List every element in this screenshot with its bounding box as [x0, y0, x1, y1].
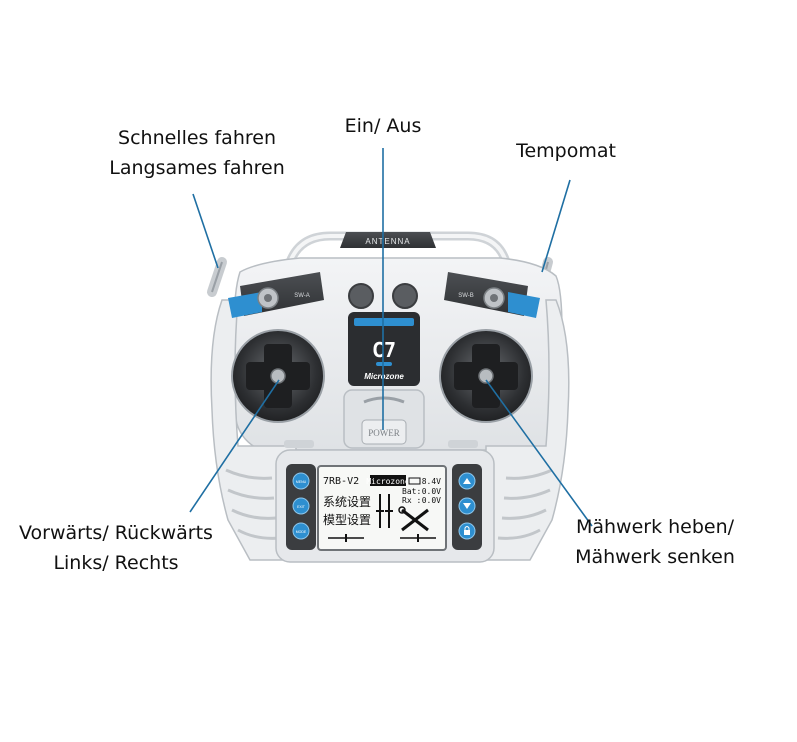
lcd-brand: Microzone: [366, 477, 410, 486]
lcd-voltage: 8.4V: [422, 477, 441, 486]
down-arrow-icon: [463, 503, 471, 509]
down-button[interactable]: [458, 497, 476, 515]
sw-a-label: SW-A: [294, 293, 310, 299]
exit-button-label: EXIT: [297, 505, 306, 509]
pointer-lines: [189, 148, 593, 527]
right-stick-gimbal[interactable]: [439, 329, 533, 423]
lock-button[interactable]: [458, 522, 476, 540]
power-label: POWER: [368, 428, 400, 438]
lcd-model: 7RB-V2: [323, 476, 359, 487]
label-left-right: Links/ Rechts: [53, 552, 179, 574]
lcd-rx-value: 0.0V: [422, 496, 441, 505]
lock-icon: [464, 530, 470, 535]
label-speed: Schnelles fahren Langsames fahren: [90, 123, 304, 183]
antenna-label: ANTENNA: [365, 237, 410, 246]
menu-button-label: MENU: [296, 480, 307, 484]
menu-button[interactable]: [292, 472, 310, 490]
label-forward-backward: Vorwärts/ Rückwärts: [19, 522, 213, 544]
antenna-badge: ANTENNA: [340, 232, 436, 248]
left-knob[interactable]: [348, 283, 374, 309]
mode-button-label: MODE: [296, 530, 307, 534]
label-left-stick: Vorwärts/ Rückwärts Links/ Rechts: [0, 518, 232, 578]
label-speed-slow: Langsames fahren: [109, 157, 285, 179]
lcd-menu-system: 系统设置: [323, 495, 371, 509]
power-button[interactable]: POWER: [343, 389, 425, 449]
battery-icon: [408, 477, 421, 485]
left-antenna: [207, 257, 227, 297]
exit-button[interactable]: [292, 497, 310, 515]
up-arrow-icon: [463, 478, 471, 484]
center-display: C7 Microzone: [348, 312, 420, 386]
tools-icon: [398, 506, 429, 532]
right-knob[interactable]: [392, 283, 418, 309]
label-right-stick: Mähwerk heben/ Mähwerk senken: [552, 512, 758, 572]
lcd-bat-label: Bat:: [402, 487, 421, 496]
pointer-speed: [192, 193, 219, 269]
mode-button[interactable]: [292, 522, 310, 540]
pointer-right-stick: [485, 379, 593, 527]
lcd-menu-model: 模型设置: [323, 513, 371, 527]
label-mower-lower: Mähwerk senken: [575, 546, 735, 568]
lcd-rx-label: Rx :: [402, 496, 421, 505]
up-button[interactable]: [458, 472, 476, 490]
label-power: Ein/ Aus: [344, 115, 422, 137]
display-brand: Microzone: [364, 372, 404, 381]
pointer-cruise: [541, 179, 571, 273]
label-speed-fast: Schnelles fahren: [118, 127, 276, 149]
trim-bars-icon: [376, 494, 393, 528]
label-mower-raise: Mähwerk heben/: [575, 516, 735, 538]
display-model: C7: [372, 338, 396, 362]
bottom-trim-icon: [328, 534, 436, 542]
switch-a[interactable]: [257, 287, 279, 309]
left-stick-gimbal[interactable]: [231, 329, 325, 423]
lcd-screen: 7RB-V2 Microzone 8.4V Bat: 0.0V Rx : 0.0…: [317, 465, 447, 551]
lcd-bat-value: 0.0V: [422, 487, 441, 496]
switch-b[interactable]: [483, 287, 505, 309]
sw-b-label: SW-B: [458, 293, 474, 299]
right-grip: [485, 299, 570, 561]
pointer-left-stick: [189, 379, 280, 513]
left-button-panel: MENU EXIT MODE: [286, 464, 316, 550]
left-trim[interactable]: [284, 440, 314, 448]
right-button-panel: [452, 464, 482, 550]
label-cruise-control: Tempomat: [516, 140, 616, 162]
right-trim[interactable]: [448, 440, 478, 448]
